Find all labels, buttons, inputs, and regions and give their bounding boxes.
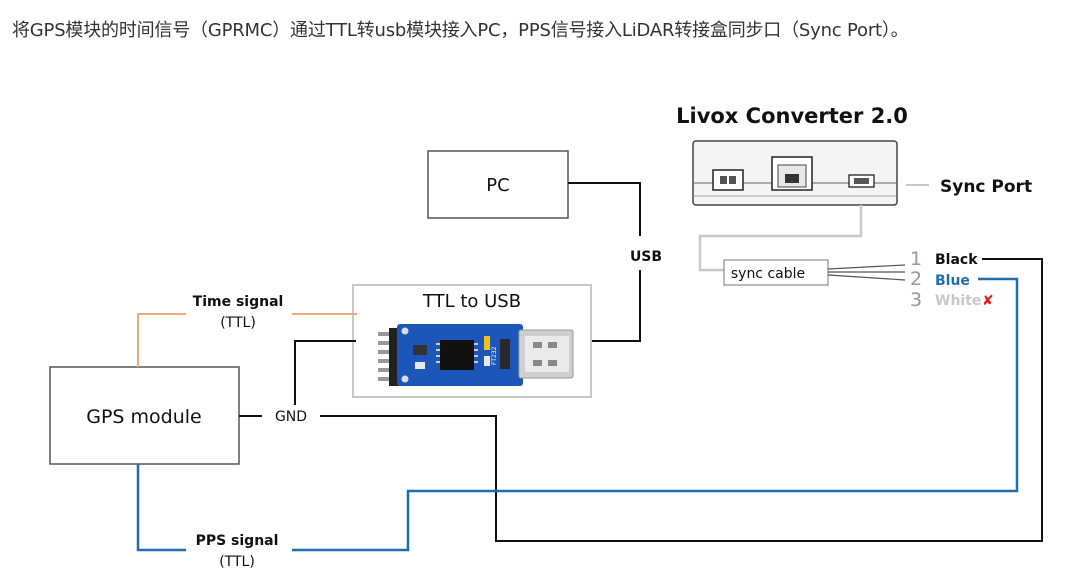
sync-cable-label: sync cable: [731, 266, 805, 282]
pps-signal-sublabel: (TTL): [219, 554, 255, 570]
time-signal-sublabel: (TTL): [220, 315, 256, 331]
pin-number-3: 3: [910, 289, 922, 311]
usb-label: USB: [630, 249, 662, 265]
sync-cable-route: [698, 205, 863, 272]
pps-signal-label: PPS signal: [196, 533, 279, 549]
sync-port-label: Sync Port: [940, 177, 1032, 197]
pc-box: PC: [427, 150, 569, 219]
gnd-wire-to-ttl: [294, 340, 356, 405]
gnd-label: GND: [275, 409, 307, 425]
time-signal-label: Time signal: [193, 294, 284, 310]
livox-converter-box: [692, 140, 898, 206]
white-not-connected-icon: ✘: [982, 293, 994, 309]
gps-module-box: GPS module: [49, 366, 240, 465]
time-signal-wire-left: [137, 313, 186, 367]
converter-title: Livox Converter 2.0: [676, 104, 908, 128]
board-chip-label: FT232: [491, 346, 498, 365]
power-port-icon: [712, 169, 744, 191]
pps-wire-left: [136, 464, 186, 552]
pc-label: PC: [486, 175, 509, 196]
sync-port-connector-icon: [848, 174, 875, 188]
page-caption: 将GPS模块的时间信号（GPRMC）通过TTL转usb模块接入PC，PPS信号接…: [12, 20, 909, 41]
wire-blue-label: Blue: [935, 273, 970, 289]
ethernet-port-icon: [771, 156, 813, 191]
sync-cable: sync cable: [723, 259, 906, 286]
pin-number-2: 2: [910, 268, 922, 290]
wire-white-label: White: [935, 293, 981, 309]
ttl-to-usb-label: TTL to USB: [422, 291, 521, 312]
pc-usb-wire-top: [568, 182, 641, 236]
pin-number-1: 1: [910, 248, 922, 270]
wire-black-label: Black: [935, 252, 978, 268]
ttl-usb-board-image: FT232: [378, 324, 574, 386]
pps-wire-to-blue: [292, 277, 1019, 552]
pc-usb-wire-bottom: [588, 270, 641, 342]
gnd-wire-to-black: [320, 258, 1043, 542]
gps-module-label: GPS module: [86, 406, 201, 428]
